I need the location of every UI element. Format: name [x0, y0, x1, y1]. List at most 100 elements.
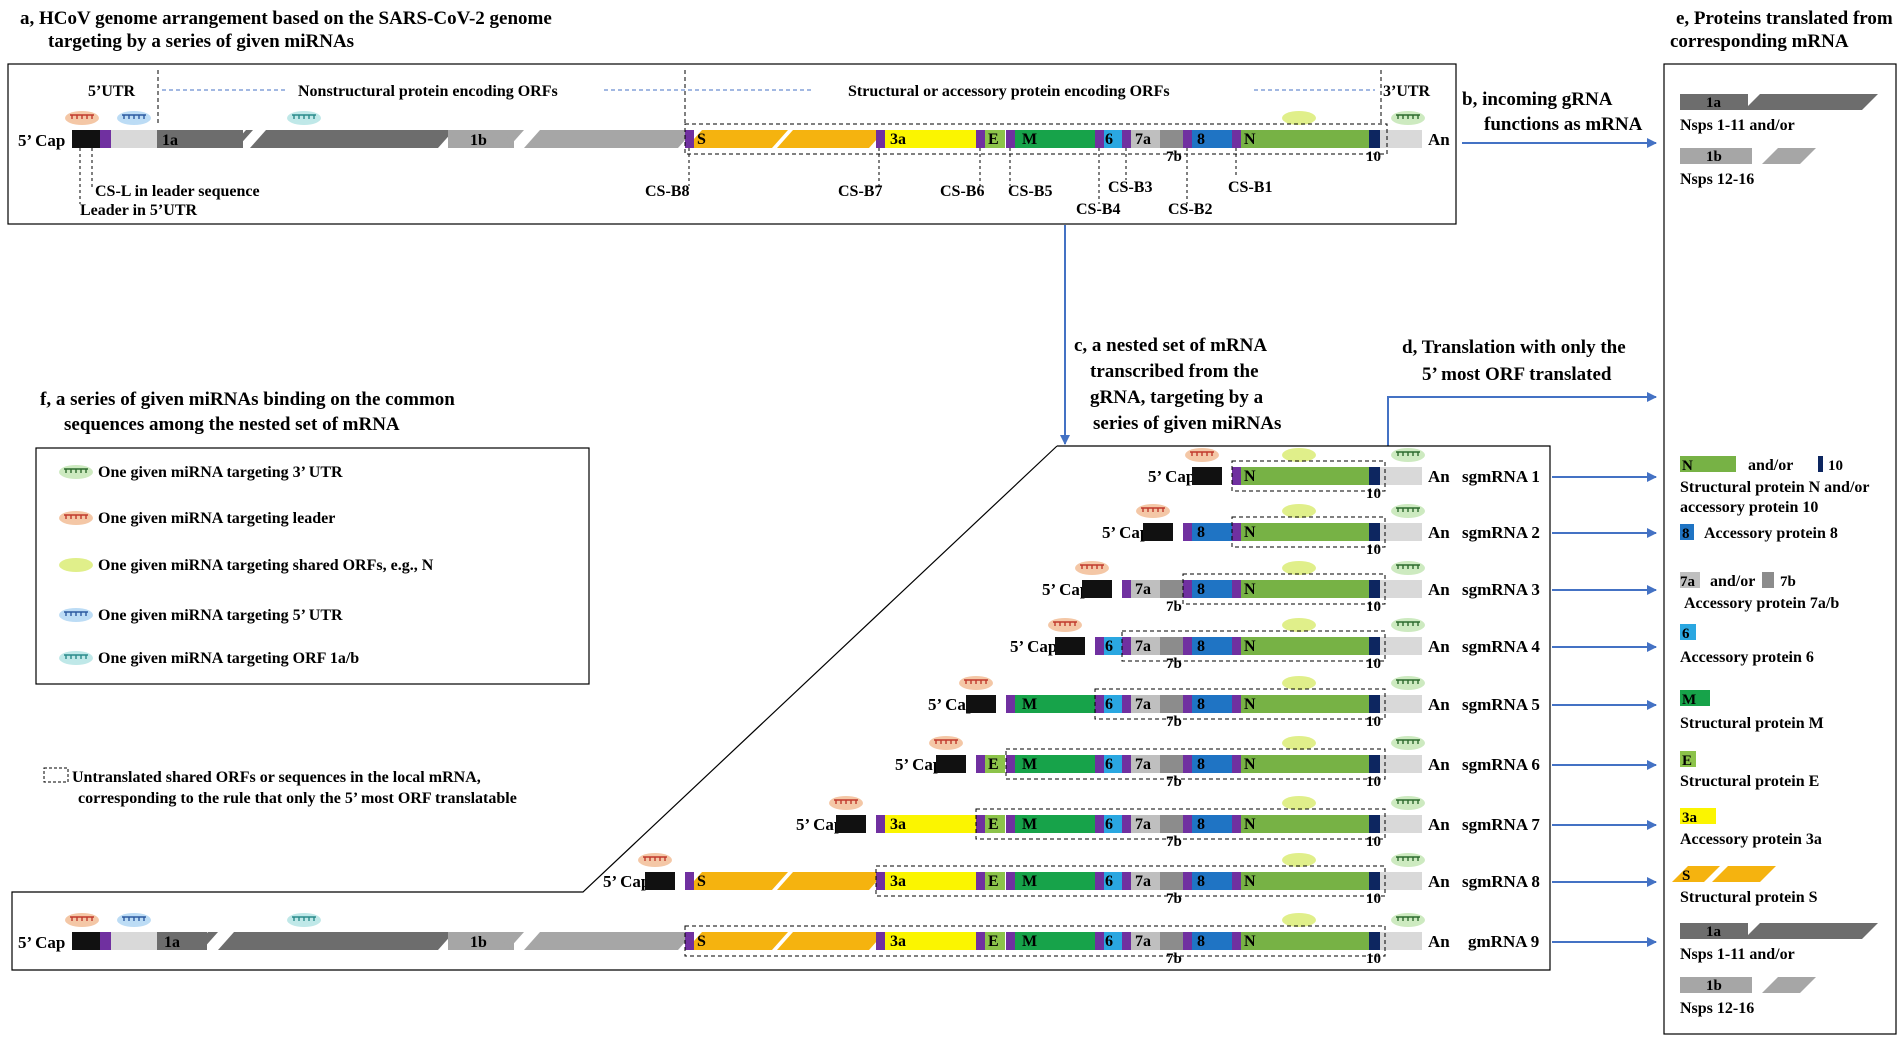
orf-label-N: N: [1244, 933, 1256, 950]
protein-7b-bar: [1762, 572, 1774, 588]
orf-label-10: 10: [1366, 656, 1381, 672]
mirna-leader-icon: [829, 796, 863, 810]
protein-S-label: S: [1682, 868, 1690, 884]
mrna-name: sgmRNA 7: [1462, 815, 1540, 834]
cs-M: [1006, 695, 1015, 713]
protein-7b-label: 7b: [1780, 574, 1796, 590]
orf-10: [1369, 695, 1380, 713]
cs-6: [1095, 932, 1104, 950]
cs-M: [1006, 755, 1015, 773]
mirna-utr5-icon: [117, 913, 151, 927]
cs-3a: [876, 130, 885, 148]
untranslated-box: [875, 865, 1386, 897]
orf-label-8: 8: [1197, 696, 1205, 713]
untranslated-box: [684, 123, 1388, 155]
orf-N: [1241, 755, 1369, 773]
panel-a-title-1: a, HCoV genome arrangement based on the …: [20, 8, 552, 29]
poly-a-label: An: [1428, 637, 1450, 656]
orf-N: [1241, 932, 1369, 950]
orf-8: [1192, 130, 1232, 148]
mirna-utr3-icon: [1391, 736, 1425, 750]
leader-seq: [966, 695, 996, 713]
cap-label: 5’ Cap: [1102, 523, 1149, 542]
cs-6: [1095, 695, 1104, 713]
orf-N: [1241, 130, 1369, 148]
orf-label-1a: 1a: [1706, 924, 1722, 940]
cs-S: [685, 130, 694, 148]
orf-8: [1192, 523, 1232, 541]
mirna-orf-icon: [1282, 853, 1316, 867]
orf-label-7b: 7b: [1166, 599, 1182, 615]
poly-a-label: An: [1428, 755, 1450, 774]
orf1b-part1: [1680, 148, 1752, 164]
cs-3a: [876, 932, 885, 950]
orf1a-part1: [157, 130, 243, 148]
orf1b-part1: [448, 130, 514, 148]
mrna-name: sgmRNA 8: [1462, 872, 1540, 891]
orf-label-10: 10: [1366, 774, 1381, 790]
mirna-utr3-icon: [1391, 796, 1425, 810]
orf-7a: [1131, 815, 1160, 833]
mirna-orf1ab-icon: [287, 913, 321, 927]
protein-N-text: Structural protein N and/or: [1680, 479, 1869, 496]
note-line2: corresponding to the rule that only the …: [78, 790, 517, 807]
cs-8: [1183, 755, 1192, 773]
orf-label-E: E: [988, 756, 999, 773]
orf-6: [1104, 815, 1122, 833]
mirna-utr3-icon: [1391, 913, 1425, 927]
poly-a-label: An: [1428, 872, 1450, 891]
protein-3a-bar: [1680, 808, 1716, 824]
orf1a-part2: [250, 130, 454, 148]
orf-N: [1241, 872, 1369, 890]
orf-label-1a: 1a: [164, 934, 180, 951]
orf-10: [1369, 580, 1380, 598]
orf-8: [1192, 932, 1232, 950]
protein-S-text: Structural protein S: [1680, 889, 1818, 906]
cs-M: [1006, 130, 1015, 148]
orf-S2: [777, 872, 885, 890]
mirna-leader-icon: [1048, 618, 1082, 632]
leader-seq: [1082, 580, 1112, 598]
orf-label-10: 10: [1366, 486, 1381, 502]
orf1b-part2: [1762, 148, 1816, 164]
orf1a-part1: [157, 932, 207, 950]
protein-S-bar2: [1712, 866, 1776, 882]
cap-label: 5’ Cap: [796, 815, 843, 834]
orf-label-7a: 7a: [1135, 756, 1151, 773]
cs-6: [1095, 755, 1104, 773]
panel-b-line1: b, incoming gRNA: [1462, 89, 1613, 110]
poly-a-label: An: [1428, 523, 1450, 542]
orf-label-1b: 1b: [470, 132, 487, 149]
orf-10: [1369, 755, 1380, 773]
mirna-leader-icon: [65, 913, 99, 927]
leader-seq: [936, 755, 966, 773]
orf-8: [1192, 580, 1232, 598]
mirna-leader-icon: [1185, 448, 1219, 462]
mirna-orf-icon: [1282, 618, 1316, 632]
orf-label-7a: 7a: [1135, 873, 1151, 890]
orf-M: [1015, 755, 1095, 773]
orf-3a: [885, 872, 976, 890]
orf-label-S: S: [697, 873, 706, 890]
orf-7a: [1131, 695, 1160, 713]
orf-6: [1104, 695, 1122, 713]
nsps-12-16: Nsps 12-16: [1680, 171, 1754, 188]
orf-10: [1369, 130, 1380, 148]
utr3-label: 3’UTR: [1383, 83, 1431, 100]
mirna-orf-icon: [59, 558, 93, 572]
orf-E: [985, 872, 1005, 890]
mrna-name: sgmRNA 6: [1462, 755, 1540, 774]
orf-label-N: N: [1244, 873, 1256, 890]
orf-8: [1192, 872, 1232, 890]
orf-label-1a: 1a: [162, 132, 178, 149]
protein-E-text: Structural protein E: [1680, 773, 1819, 790]
cs-8: [1183, 932, 1192, 950]
panel-c-line1: c, a nested set of mRNA: [1074, 335, 1267, 356]
utr3: [1380, 523, 1422, 541]
orf-label-3a: 3a: [890, 131, 906, 148]
cap-label: 5’ Cap: [603, 872, 650, 891]
orf-label-10: 10: [1366, 714, 1381, 730]
